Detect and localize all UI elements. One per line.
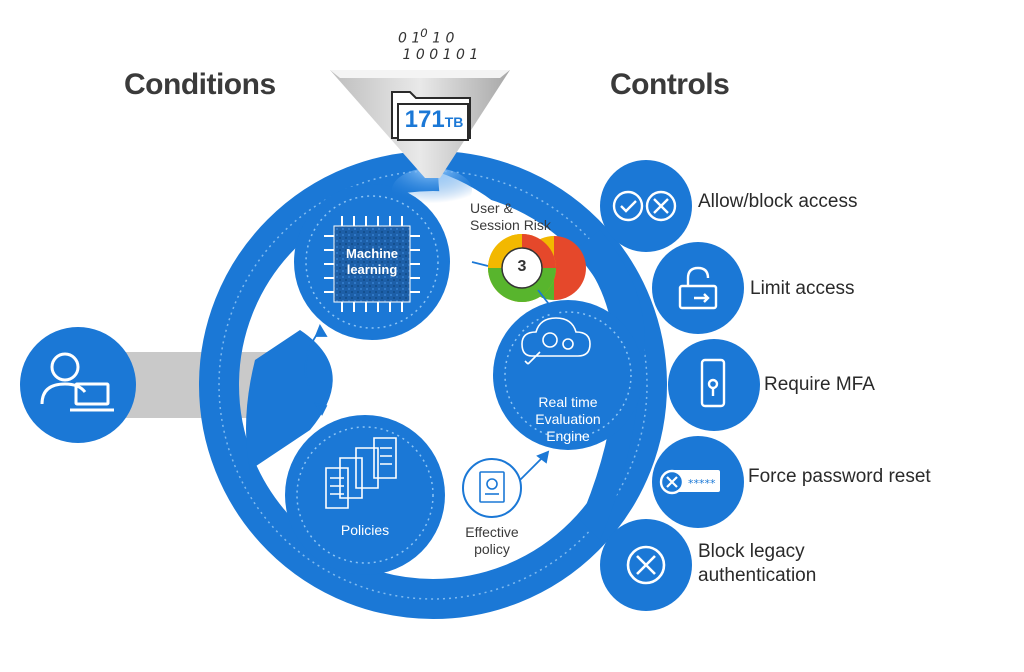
data-size-label: 171TB — [404, 106, 464, 133]
chip-icon — [324, 216, 420, 312]
policies-label: Policies — [340, 522, 390, 538]
machine-learning-label: Machine learning — [345, 246, 398, 277]
left-inner-lobe — [246, 330, 333, 470]
control-label-block-legacy-auth: Block legacy authentication — [698, 541, 817, 586]
effective-policy-circle — [462, 458, 522, 518]
engine-circle — [493, 300, 643, 450]
phone-lock-icon — [700, 358, 726, 408]
control-label-limit-access: Limit access — [750, 278, 855, 299]
policies-circle — [285, 415, 445, 575]
control-label-require-mfa: Require MFA — [764, 374, 875, 395]
lock-exit-icon — [678, 266, 718, 310]
folder-icon — [391, 91, 471, 141]
conditions-heading: Conditions — [124, 68, 276, 101]
svg-text:*****: ***** — [688, 477, 716, 490]
control-label-force-password-reset: Force password reset — [748, 466, 931, 487]
control-label-allow-block: Allow/block access — [698, 191, 858, 212]
risk-score: 3 — [517, 258, 527, 275]
binary-bits: 0 10 1 0 1 0 0 1 0 1 — [398, 26, 479, 63]
certificate-icon — [479, 471, 505, 503]
password-reset-icon: ***** — [659, 469, 720, 495]
risk-gauge-icon — [488, 234, 586, 302]
block-x-icon — [626, 545, 666, 585]
user-laptop-icon — [40, 352, 114, 412]
control-circle-3 — [668, 339, 760, 431]
scroll-documents-icon — [325, 437, 397, 509]
controls-connector — [575, 230, 645, 540]
control-circle-2 — [652, 242, 744, 334]
check-and-x-icon — [612, 190, 677, 222]
cloud-gears-icon — [521, 317, 591, 365]
controls-heading: Controls — [610, 68, 730, 101]
session-risk-label: User & Session Risk — [470, 200, 551, 233]
